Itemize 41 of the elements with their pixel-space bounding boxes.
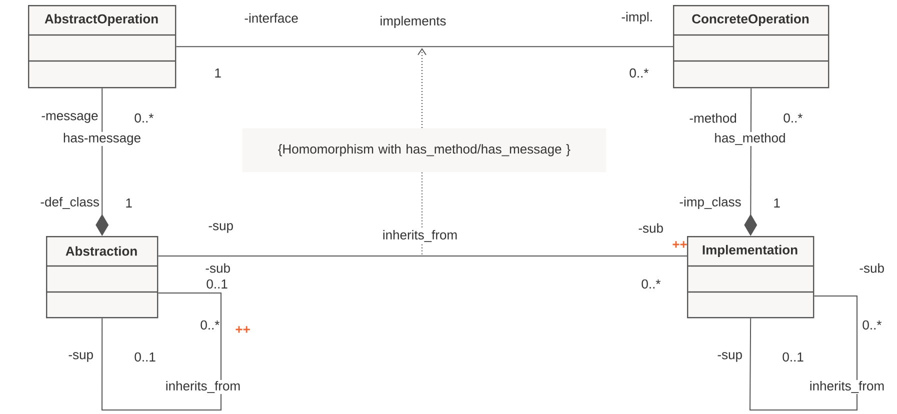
- role-label: 0..*: [200, 320, 220, 330]
- multiplicity-mark: ++: [672, 241, 687, 248]
- edge-label: implements: [378, 14, 448, 30]
- role-label: 1: [126, 198, 132, 208]
- role-label: 0..1: [206, 279, 228, 289]
- role-label: 1: [774, 198, 780, 208]
- constraint-line: [418, 48, 426, 128]
- association-line: [102, 292, 222, 410]
- role-label: 0..*: [862, 320, 882, 330]
- role-label: 0..*: [784, 113, 803, 123]
- role-label: -interface: [244, 13, 298, 23]
- role-label: 0..*: [642, 279, 661, 289]
- association-line: [750, 296, 858, 410]
- edge-label: inherits_from: [381, 229, 459, 243]
- edge-label: has-message: [62, 132, 142, 146]
- multiplicity-mark: ++: [236, 326, 250, 333]
- edge-label: inherits_from: [808, 380, 886, 394]
- role-label: -sub: [638, 223, 663, 233]
- role-label: -def_class: [40, 196, 99, 209]
- association-line: [176, 46, 674, 48]
- role-label: 0..*: [134, 113, 154, 123]
- edge-label: has_method: [713, 132, 787, 146]
- role-label: -sub: [206, 263, 230, 273]
- role-label: -sup: [208, 223, 233, 233]
- role-label: -method: [690, 113, 736, 123]
- role-label: 1: [215, 68, 221, 78]
- role-label: -sub: [860, 263, 884, 273]
- role-label: 0..1: [134, 352, 156, 362]
- class-box: AbstractOperation: [28, 5, 176, 88]
- constraint-note: {Homomorphism with has_method/has_message }: [242, 128, 606, 172]
- class-box: Abstraction: [46, 236, 158, 318]
- role-label: -message: [42, 113, 98, 123]
- role-label: 0..*: [630, 68, 649, 78]
- edge-label: inherits_from: [164, 380, 242, 394]
- role-label: 0..1: [782, 352, 804, 362]
- class-box: Implementation: [687, 236, 814, 318]
- role-label: -sup: [68, 352, 93, 362]
- class-box: ConcreteOperation: [673, 5, 830, 88]
- role-label: -imp_class: [680, 196, 741, 210]
- role-label: -impl.: [622, 12, 652, 24]
- role-label: -sup: [718, 352, 742, 362]
